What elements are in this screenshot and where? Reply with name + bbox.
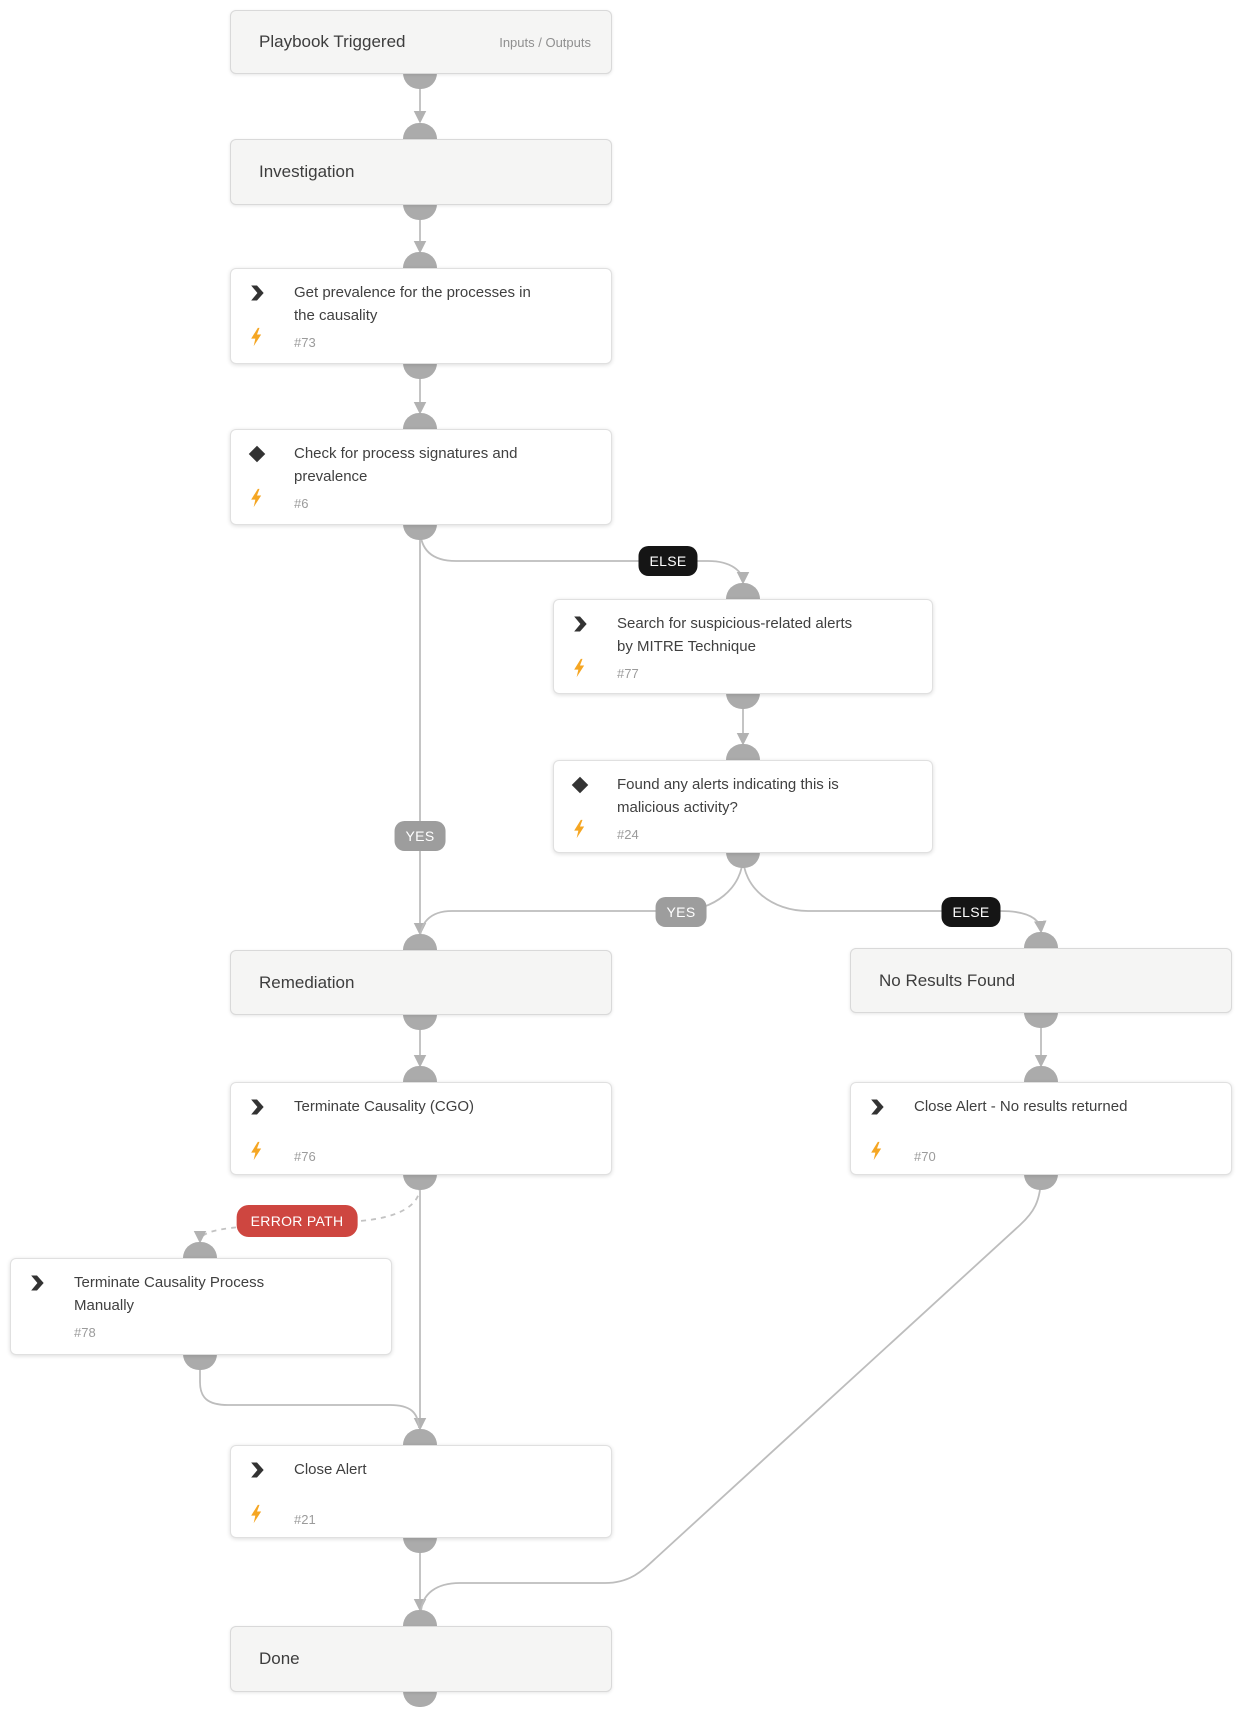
port (403, 1066, 437, 1082)
playbook-triggered-node[interactable]: Playbook Triggered Inputs / Outputs (230, 10, 612, 74)
lightning-icon (570, 819, 590, 839)
yes-branch-label: YES (655, 897, 707, 927)
port (403, 1691, 437, 1707)
automation-icon (247, 283, 267, 303)
section-remediation[interactable]: Remediation (230, 950, 612, 1015)
port (403, 413, 437, 429)
port (726, 744, 760, 760)
task-title: Terminate Causality (CGO) (294, 1098, 475, 1115)
port (726, 693, 760, 709)
section-no-results-found[interactable]: No Results Found (850, 948, 1232, 1013)
section-title: Remediation (259, 972, 355, 992)
task-id: #24 (617, 827, 639, 842)
else-branch-label: ELSE (638, 546, 698, 576)
task-title: Search for suspicious-related alerts by … (617, 615, 853, 655)
section-title: Investigation (259, 162, 355, 181)
port (403, 1610, 437, 1626)
task-id: #6 (294, 496, 309, 511)
task-node-terminate-causality[interactable]: Terminate Causality (CGO) #76 (230, 1082, 612, 1175)
condition-icon (570, 775, 590, 795)
task-node-get-prevalence[interactable]: Get prevalence for the processes in the … (230, 268, 612, 364)
port (726, 583, 760, 599)
section-title: No Results Found (879, 970, 1016, 990)
task-node-check-signatures[interactable]: Check for process signatures and prevale… (230, 429, 612, 525)
lightning-icon (247, 327, 267, 347)
task-node-terminate-manually[interactable]: Terminate Causality Process Manually #78 (10, 1258, 392, 1355)
error-path-label: ERROR PATH (236, 1205, 358, 1237)
port (183, 1242, 217, 1258)
task-node-close-alert-no-results[interactable]: Close Alert - No results returned #70 (850, 1082, 1232, 1175)
port (403, 1429, 437, 1445)
port (1024, 1174, 1058, 1190)
port (403, 73, 437, 89)
section-investigation[interactable]: Investigation (230, 139, 612, 205)
port (183, 1354, 217, 1370)
port (403, 1537, 437, 1553)
task-id: #21 (294, 1512, 316, 1527)
task-title: Close Alert (294, 1461, 367, 1478)
automation-icon (247, 1097, 267, 1117)
task-id: #70 (914, 1149, 936, 1164)
inputs-outputs-link[interactable]: Inputs / Outputs (499, 34, 591, 50)
task-id: #78 (74, 1325, 96, 1340)
task-id: #73 (294, 335, 316, 350)
task-title: Terminate Causality Process Manually (74, 1274, 265, 1314)
port (403, 204, 437, 220)
automation-icon (570, 614, 590, 634)
port (403, 524, 437, 540)
lightning-icon (247, 488, 267, 508)
port (403, 1174, 437, 1190)
automation-icon (247, 1460, 267, 1480)
port (1024, 932, 1058, 948)
lightning-icon (867, 1141, 887, 1161)
section-done[interactable]: Done (230, 1626, 612, 1692)
task-id: #76 (294, 1149, 316, 1164)
port (403, 252, 437, 268)
port (726, 852, 760, 868)
port (403, 934, 437, 950)
lightning-icon (247, 1504, 267, 1524)
lightning-icon (247, 1141, 267, 1161)
task-title: Check for process signatures and prevale… (294, 445, 518, 485)
task-id: #77 (617, 666, 639, 681)
task-title: Get prevalence for the processes in the … (294, 284, 531, 324)
automation-icon (27, 1273, 47, 1293)
task-title: Close Alert - No results returned (914, 1098, 1128, 1115)
else-branch-label: ELSE (941, 897, 1001, 927)
port (403, 363, 437, 379)
port (403, 123, 437, 139)
section-title: Done (259, 1649, 300, 1668)
port (1024, 1012, 1058, 1028)
condition-icon (247, 444, 267, 464)
port (403, 1014, 437, 1030)
lightning-icon (570, 658, 590, 678)
task-node-close-alert[interactable]: Close Alert #21 (230, 1445, 612, 1538)
automation-icon (867, 1097, 887, 1117)
yes-branch-label: YES (394, 821, 446, 851)
playbook-triggered-title: Playbook Triggered (259, 32, 406, 51)
task-title: Found any alerts indicating this is mali… (617, 776, 839, 816)
task-node-search-mitre-alerts[interactable]: Search for suspicious-related alerts by … (553, 599, 933, 694)
port (1024, 1066, 1058, 1082)
task-node-found-alerts-condition[interactable]: Found any alerts indicating this is mali… (553, 760, 933, 853)
